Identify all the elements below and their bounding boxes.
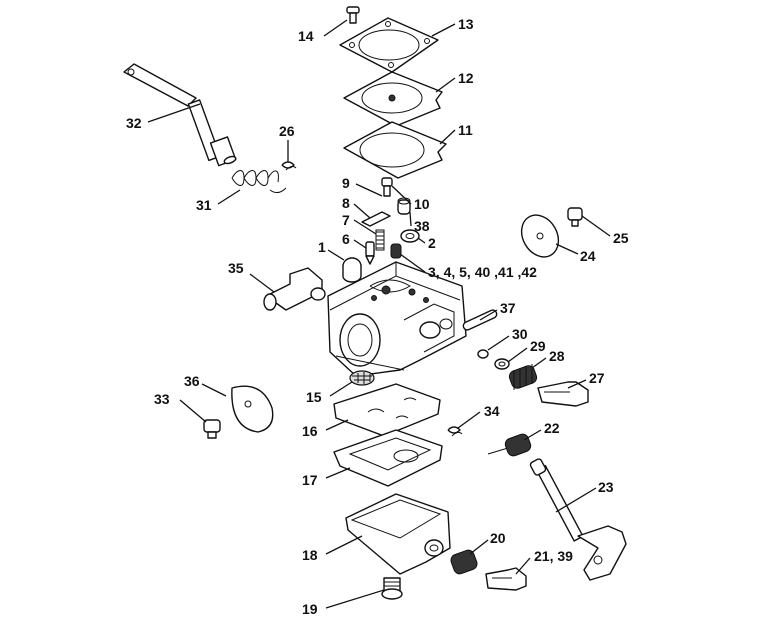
label-32: 32 xyxy=(126,115,142,131)
label-35: 35 xyxy=(228,260,244,276)
part-3-spring xyxy=(390,243,402,259)
part-14-screw xyxy=(346,6,360,24)
part-8-lever xyxy=(361,211,391,227)
part-25-screw xyxy=(567,207,583,227)
label-26: 26 xyxy=(279,123,295,139)
label-14: 14 xyxy=(298,28,314,44)
label-33: 33 xyxy=(154,391,170,407)
label-3-4-5-40-41-42: 3, 4, 5, 40 ,41 ,42 xyxy=(428,264,537,280)
label-31: 31 xyxy=(196,197,212,213)
label-38: 38 xyxy=(414,218,430,234)
label-20: 20 xyxy=(490,530,506,546)
part-36-disc xyxy=(231,385,274,433)
part-1-cap xyxy=(342,257,362,283)
part-27-screw xyxy=(537,381,589,407)
label-16: 16 xyxy=(302,423,318,439)
label-12: 12 xyxy=(458,70,474,86)
label-6: 6 xyxy=(342,231,350,247)
label-2: 2 xyxy=(428,235,436,251)
part-35-fitting xyxy=(263,267,326,311)
part-16-gasket xyxy=(333,383,441,437)
label-9: 9 xyxy=(342,175,350,191)
part-10-screw xyxy=(381,177,393,197)
part-2-washer xyxy=(400,229,420,243)
part-20-spring xyxy=(450,549,478,575)
label-22: 22 xyxy=(544,420,560,436)
label-11: 11 xyxy=(458,122,473,138)
part-38-pin xyxy=(397,197,411,215)
part-34-clip xyxy=(447,426,463,437)
part-11-gasket xyxy=(343,121,447,179)
label-24: 24 xyxy=(580,248,596,264)
part-19-screw xyxy=(381,577,403,600)
label-34: 34 xyxy=(484,403,500,419)
part-21-screw xyxy=(485,567,527,591)
part-18-cover xyxy=(345,493,451,575)
label-18: 18 xyxy=(302,547,318,563)
part-12-diaphragm xyxy=(343,71,443,127)
label-10: 10 xyxy=(414,196,430,212)
part-33-screw xyxy=(203,419,221,439)
leader-lines xyxy=(147,19,611,609)
label-37: 37 xyxy=(500,300,516,316)
label-8: 8 xyxy=(342,195,350,211)
label-7: 7 xyxy=(342,212,350,228)
part-22-spring xyxy=(487,433,532,457)
label-15: 15 xyxy=(306,389,322,405)
label-29: 29 xyxy=(530,338,546,354)
part-15-screen xyxy=(349,370,375,386)
label-36: 36 xyxy=(184,373,200,389)
label-25: 25 xyxy=(613,230,629,246)
part-13-cover xyxy=(339,17,439,73)
label-19: 19 xyxy=(302,601,318,617)
label-21-39: 21, 39 xyxy=(534,548,573,564)
part-24-disc xyxy=(520,214,560,258)
part-23-shaft xyxy=(529,458,627,581)
part-32-shaft xyxy=(123,63,237,167)
part-31-spring xyxy=(231,170,287,194)
label-17: 17 xyxy=(302,472,318,488)
part-6-needle xyxy=(365,241,375,265)
label-28: 28 xyxy=(549,348,565,364)
part-17-plate xyxy=(333,429,443,487)
label-30: 30 xyxy=(512,326,528,342)
label-23: 23 xyxy=(598,479,614,495)
part-26-clip xyxy=(281,161,297,171)
part-7-spring xyxy=(375,229,385,251)
part-labels: 14 13 12 11 26 32 31 9 10 8 38 7 2 6 1 3… xyxy=(126,16,629,617)
part-28-spring xyxy=(508,364,538,390)
label-13: 13 xyxy=(458,16,474,32)
part-29-washer xyxy=(494,358,510,370)
part-carburetor-body xyxy=(327,261,467,377)
label-27: 27 xyxy=(589,370,605,386)
label-1: 1 xyxy=(318,239,326,255)
part-30-oring xyxy=(477,349,489,359)
